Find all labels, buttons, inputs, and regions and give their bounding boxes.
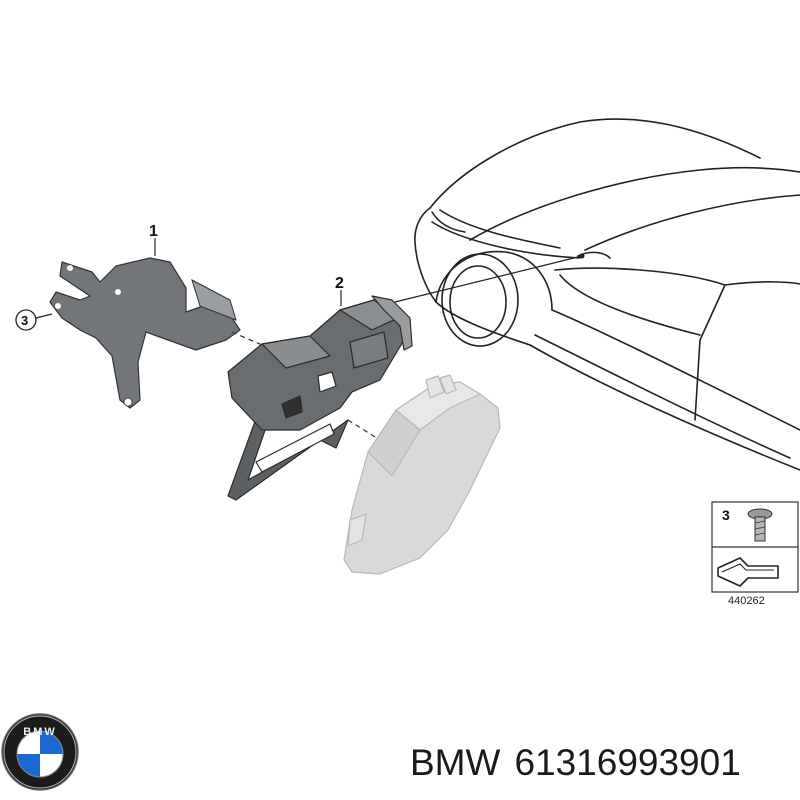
callout-circle-3 [15,309,37,331]
bmw-logo-icon: BMW [1,713,79,791]
logo-text: BMW [23,726,57,738]
callout-line-3 [35,313,53,319]
leader-dot [579,253,585,259]
dashed-guide-2 [347,419,381,441]
brand-name: BMW [410,742,501,783]
holder-part [227,295,413,501]
screw-icon [747,508,773,542]
callout-number-2: 2 [335,275,344,292]
part-number: 61316993901 [514,742,741,783]
legend-box: 3 [711,501,799,593]
leader-line-car [394,255,583,303]
control-module [343,374,501,575]
bracket-part [49,257,241,409]
part-caption: BMW 61316993901 [410,738,795,788]
callout-number-1: 1 [149,223,158,240]
diagram-code: 440262 [728,595,765,607]
legend-item-number: 3 [722,507,730,523]
callout-number-3: 3 [21,313,28,328]
dashed-guide-1 [231,331,263,346]
car-outline [414,118,800,471]
view-arrow-icon [717,557,779,587]
